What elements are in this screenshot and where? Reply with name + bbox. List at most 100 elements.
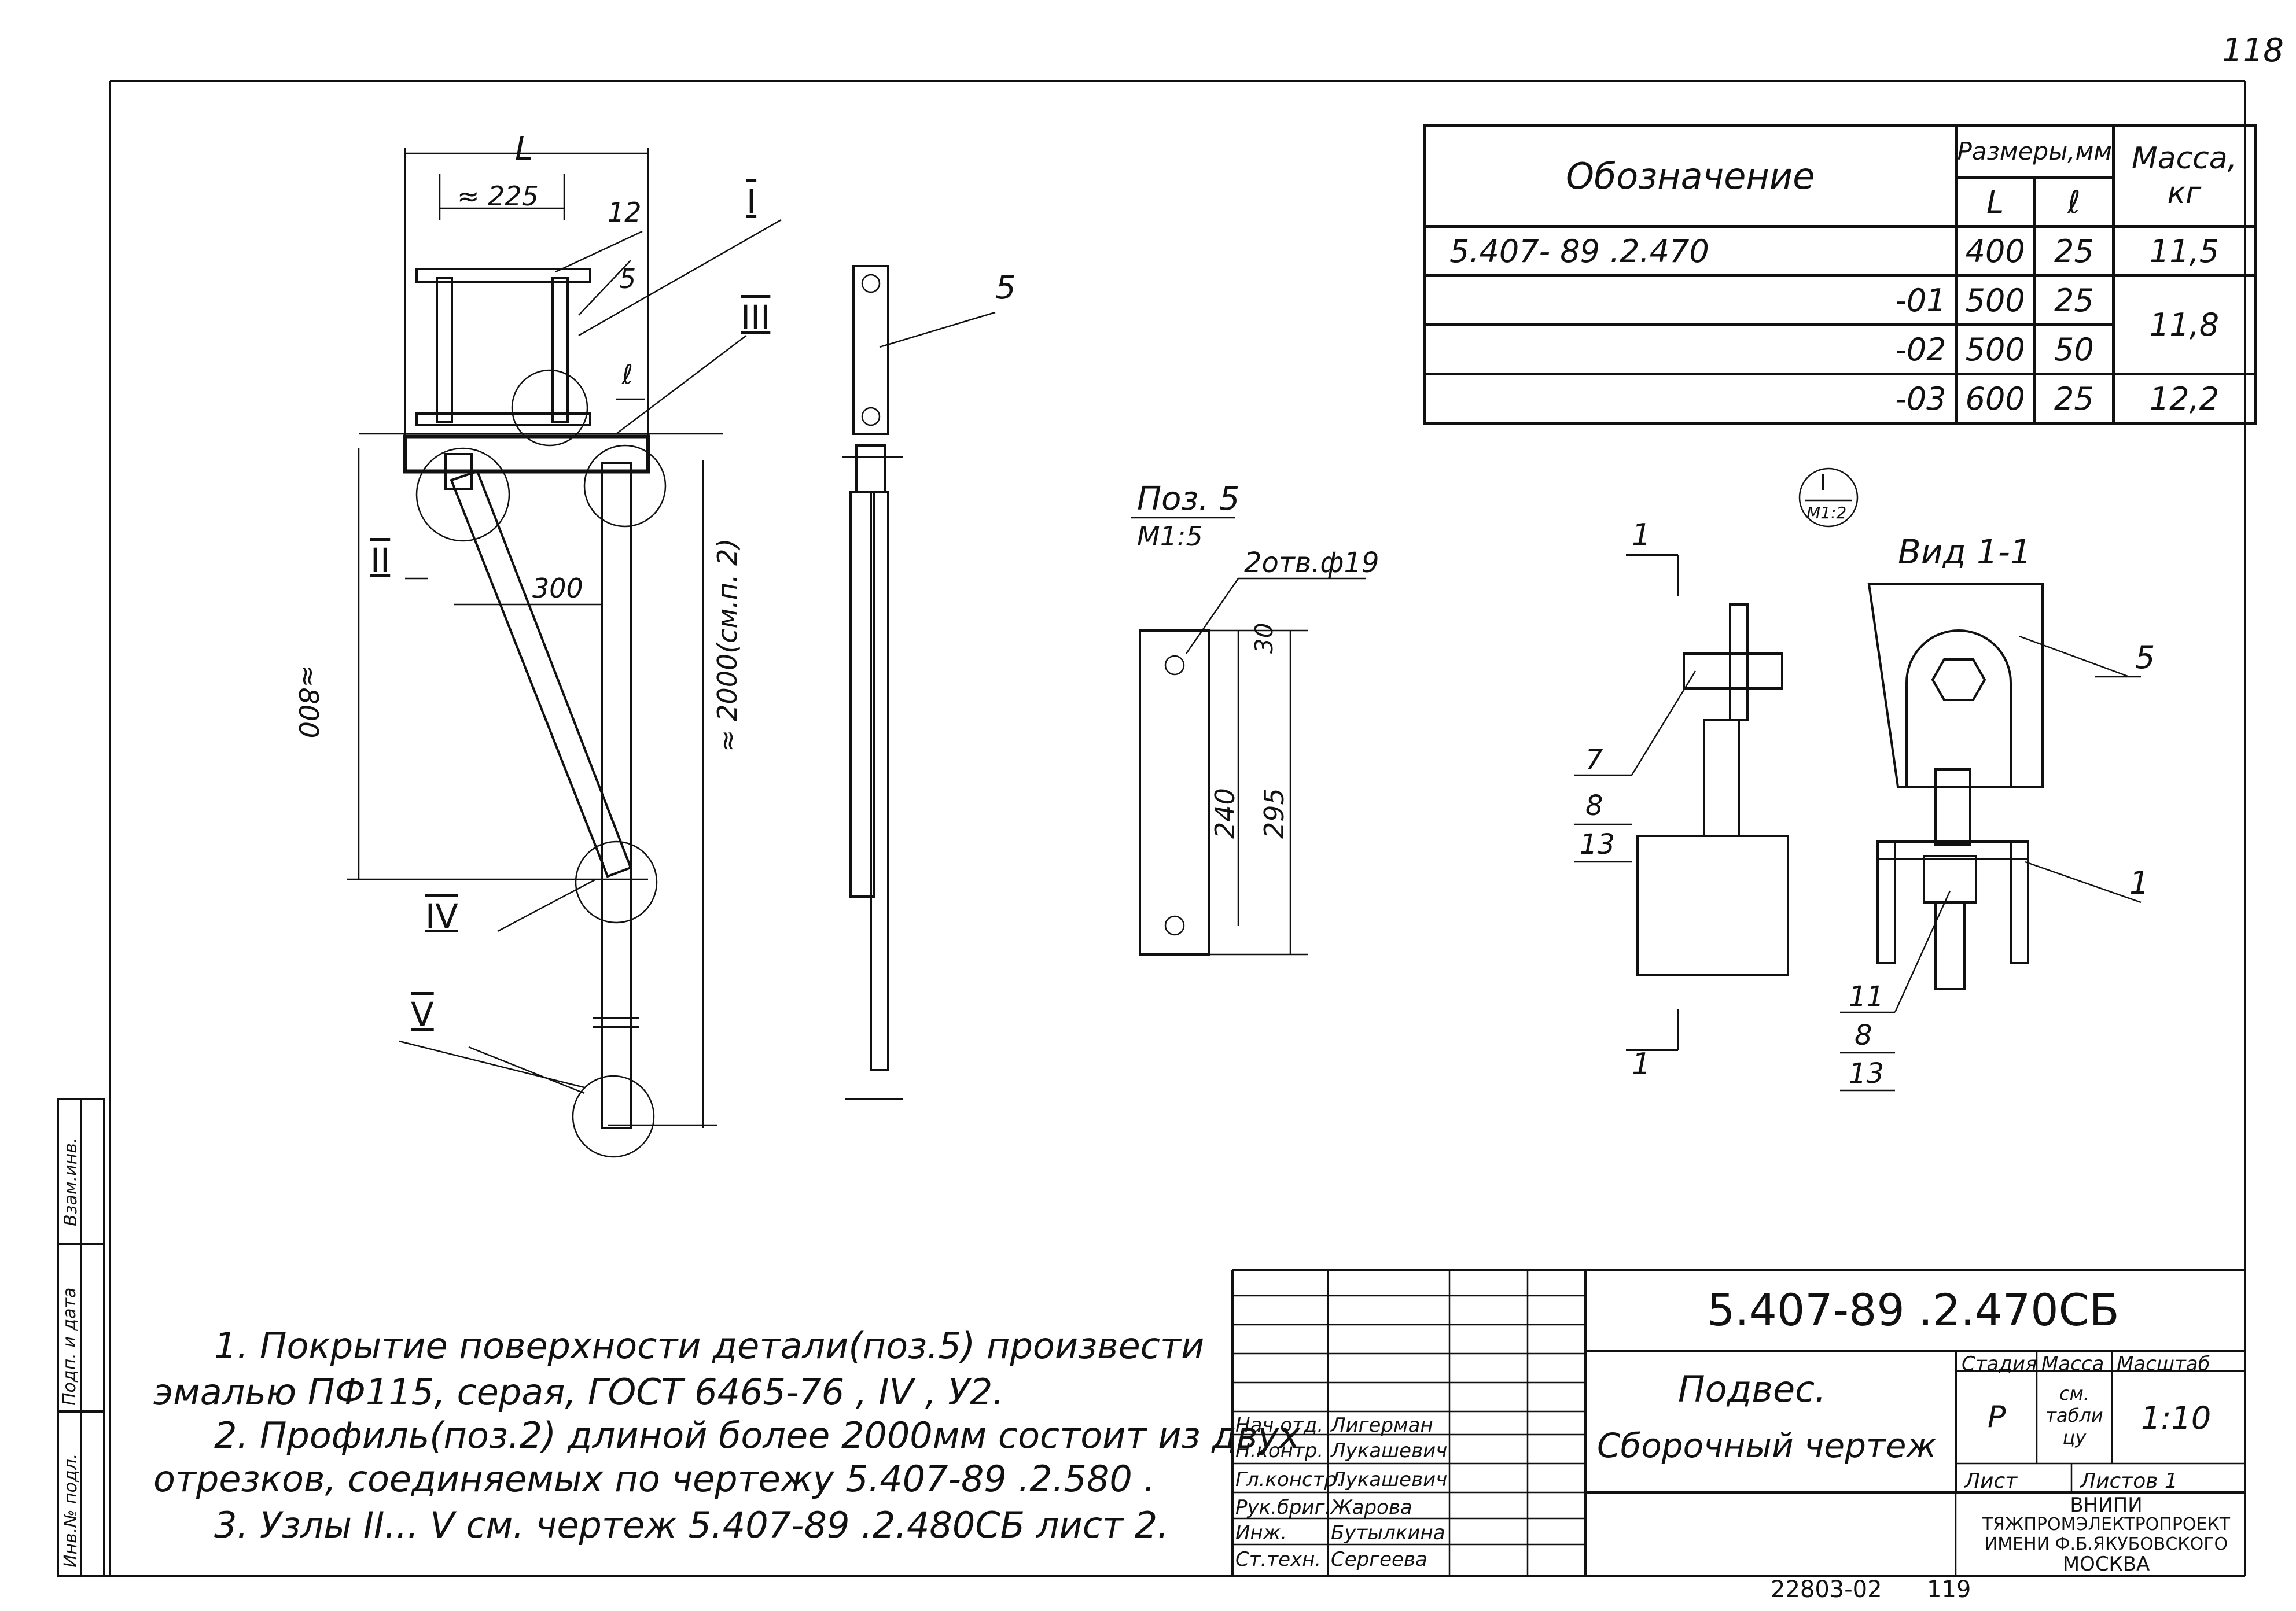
spec-mass: 11,5 [2112, 225, 2257, 277]
org-line4: МОСКВА [2062, 1553, 2150, 1576]
staff-role: Н.контр. [1235, 1439, 1324, 1462]
staff-role: Инж. [1235, 1521, 1287, 1544]
sheet-label: Лист [1964, 1469, 2018, 1493]
detail-pos11: 11 [1849, 980, 1885, 1013]
detail-pos1: 1 [2129, 865, 2150, 901]
spec-l: 25 [2033, 274, 2115, 326]
spec-designation: -01 [1423, 274, 1958, 326]
staff-role: Нач.отд. [1235, 1414, 1324, 1437]
note-1-line2: эмалью ПФ115, серая, ГОСТ 6465-76 , IV ,… [153, 1371, 1004, 1413]
spec-header-l: ℓ [2033, 176, 2115, 228]
pos5-dim-240: 240 [1209, 788, 1241, 839]
stage-label: Стадия [1962, 1352, 2037, 1376]
detail-pos13a: 13 [1580, 828, 1616, 861]
side-stamp: Подп. и дата [60, 1288, 83, 1429]
note-1-line1: 1. Покрытие поверхности детали(поз.5) пр… [214, 1325, 1205, 1367]
title-name-line2: Сборочный чертеж [1597, 1426, 1937, 1465]
spec-l: 25 [2033, 225, 2115, 277]
spec-row: -02 500 50 [1423, 323, 2255, 375]
spec-l: 50 [2033, 323, 2115, 375]
section-mark-bottom: 1 [1632, 1047, 1651, 1082]
note-2-line2: отрезков, соединяемых по чертежу 5.407-8… [153, 1458, 1156, 1500]
spec-row: -03 600 25 12,2 [1423, 373, 2257, 425]
org-line3: ИМЕНИ Ф.Б.ЯКУБОВСКОГО [1984, 1534, 2228, 1554]
detail-pos8a: 8 [1585, 790, 1603, 822]
spec-mass: 11,8 [2112, 274, 2257, 375]
detail-I-view [1574, 467, 2142, 1092]
staff-name: Лукашевич [1331, 1439, 1448, 1462]
spec-l: 25 [2033, 373, 2115, 425]
pos5-dim-30: 30 [1250, 622, 1278, 654]
staff-role: Рук.бриг. [1235, 1496, 1331, 1519]
node-II-label: II [370, 541, 391, 580]
view-1-1-label: Вид 1-1 [1898, 532, 2032, 572]
sheets-label: Листов 1 [2080, 1469, 2178, 1493]
assembly-side-view [842, 265, 996, 1100]
scale-label: Масштаб [2117, 1352, 2210, 1376]
dim-800: ≈800 [293, 665, 324, 739]
stage-value: Р [1988, 1400, 2006, 1435]
detail-pos5: 5 [2135, 639, 2155, 676]
staff-name: Жарова [1331, 1496, 1412, 1519]
spec-table: Обозначение Размеры,мм Масса, кг L ℓ 5.4… [1423, 124, 2257, 425]
side-stamp-sign-date: Подп. и дата [60, 1287, 80, 1406]
detail-pos8b: 8 [1855, 1019, 1872, 1052]
dim-225: ≈ 225 [457, 180, 539, 212]
mass-value: см. табли цу [2045, 1383, 2103, 1448]
node-V-label: V [411, 995, 434, 1034]
side-stamp-inv-number: Инв.№ подл. [61, 1453, 81, 1568]
note-3: 3. Узлы II... V см. чертеж 5.407-89 .2.4… [214, 1504, 1169, 1546]
pos5-holes: 2отв.ф19 [1244, 547, 1379, 579]
org-line1: ВНИПИ [2070, 1494, 2143, 1517]
detail-pos13b: 13 [1849, 1057, 1885, 1090]
spec-designation: 5.407- 89 .2.470 [1423, 225, 1958, 277]
note-2-line1: 2. Профиль(поз.2) длиной более 2000мм со… [214, 1414, 1301, 1457]
section-mark-top: 1 [1632, 518, 1651, 552]
spec-mass: 12,2 [2112, 373, 2257, 425]
pos-12-label: 12 [608, 197, 642, 228]
node-III-label: III [741, 298, 771, 337]
pos5-plate-view [1131, 517, 1366, 956]
staff-role: Гл.констр. [1235, 1468, 1343, 1491]
archive-sheet: 119 [1927, 1576, 1971, 1603]
dim-l: ℓ [622, 359, 634, 390]
spec-header-designation: Обозначение [1423, 124, 1958, 228]
detail-pos7: 7 [1585, 743, 1603, 776]
dim-L: L [515, 130, 533, 168]
spec-L: 600 [1954, 373, 2036, 425]
dim-2000: ≈ 2000(см.п. 2) [712, 538, 743, 752]
assembly-main-view [347, 148, 782, 1158]
staff-name: Сергеева [1331, 1548, 1427, 1571]
pos5-scale: М1:5 [1137, 521, 1203, 552]
spec-L: 400 [1954, 225, 2036, 277]
doc-code: 5.407-89 .2.470СБ [1707, 1284, 2120, 1336]
side-view-pos5: 5 [995, 269, 1016, 307]
title-block-grid [1231, 1269, 2245, 1576]
detail-circle-scale: М1:2 [1806, 503, 1847, 522]
pos5-dim-295: 295 [1259, 788, 1290, 839]
dim-300: 300 [532, 573, 583, 604]
archive-number: 22803-02 [1771, 1576, 1882, 1603]
title-name-line1: Подвес. [1678, 1368, 1826, 1410]
organization: ВНИПИ ТЯЖПРОМЭЛЕКТРОПРОЕКТ ИМЕНИ Ф.Б.ЯКУ… [1967, 1495, 2245, 1574]
node-IV-label: IV [425, 897, 458, 936]
detail-circle-number: I [1820, 470, 1827, 495]
spec-L: 500 [1954, 323, 2036, 375]
staff-name: Лукашевич [1331, 1468, 1448, 1491]
mass-label: Масса [2041, 1352, 2104, 1376]
staff-role: Ст.техн. [1235, 1548, 1322, 1571]
org-line2: ТЯЖПРОМЭЛЕКТРОПРОЕКТ [1982, 1514, 2231, 1535]
node-I-label: I [746, 182, 757, 222]
page-number: 118 [2222, 32, 2284, 69]
staff-name: Бутылкина [1331, 1521, 1445, 1544]
spec-designation: -03 [1423, 373, 1958, 425]
side-stamp-replace-inv: Взам.инв. [61, 1137, 81, 1226]
spec-row: -01 500 25 11,8 [1423, 274, 2257, 375]
spec-L: 500 [1954, 274, 2036, 326]
spec-designation: -02 [1423, 323, 1958, 375]
spec-header-L: L [1954, 176, 2036, 228]
staff-name: Лигерман [1331, 1414, 1433, 1437]
spec-header-mass: Масса, кг [2112, 124, 2257, 228]
pos-5-label-main: 5 [619, 263, 636, 294]
